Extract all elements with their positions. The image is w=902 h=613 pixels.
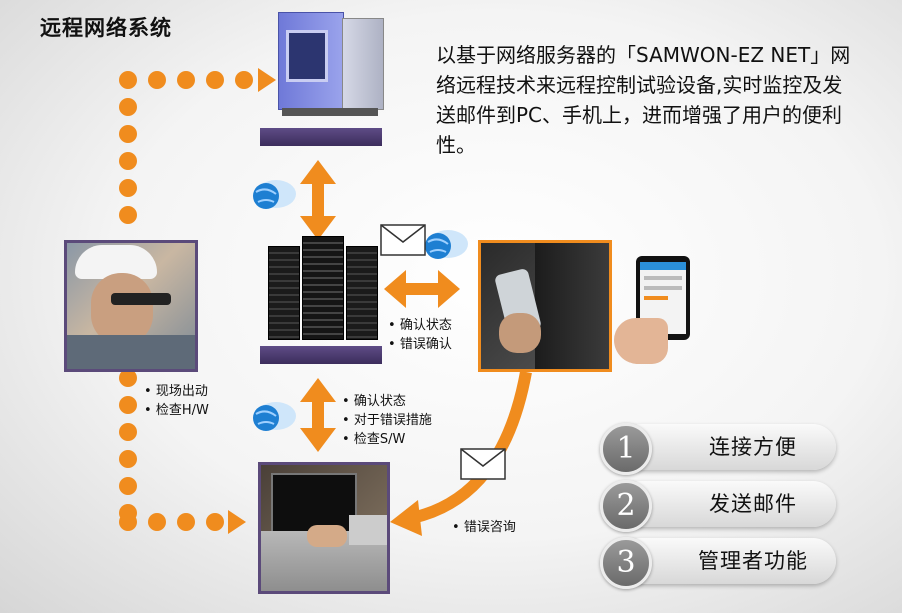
label-server-laptop: 确认状态 对于错误措施 检查S/W [342,392,432,449]
feature-number: 2 [600,480,652,532]
phone-photo [478,240,612,372]
laptop-photo [258,462,390,594]
label-mobile-laptop: 错误咨询 [452,518,516,537]
feature-number: 3 [600,537,652,589]
feature-item: 2 发送邮件 [600,480,836,532]
server-icon [264,236,380,340]
globe-icon [418,222,470,262]
feature-label: 发送邮件 [709,492,797,516]
mail-icon [460,448,506,484]
globe-icon [246,172,298,212]
arrow-server-phone [384,270,460,308]
page-title: 远程网络系统 [40,16,172,40]
engineer-photo [64,240,198,372]
feature-label: 管理者功能 [698,549,808,573]
label-field: 现场出动 检查H/W [144,382,209,420]
feature-item: 3 管理者功能 [600,537,836,589]
mail-icon [380,224,426,260]
feature-item: 1 连接方便 [600,423,836,475]
tablet-icon [614,256,700,366]
dotted-path-bottom [119,369,246,534]
server-stand [260,346,382,364]
chamber-icon [278,12,384,120]
arrow-server-laptop [300,378,336,452]
label-server-mobile: 确认状态 错误确认 [388,316,452,354]
feature-label: 连接方便 [709,435,797,459]
globe-icon [246,394,298,434]
arrow-chamber-server [300,160,336,240]
chamber-stand [260,128,382,146]
feature-number: 1 [600,423,652,475]
dotted-path-top [119,68,276,224]
description-text: 以基于网络服务器的「SAMWON-EZ NET」网络远程技术来远程控制试验设备,… [436,43,851,157]
